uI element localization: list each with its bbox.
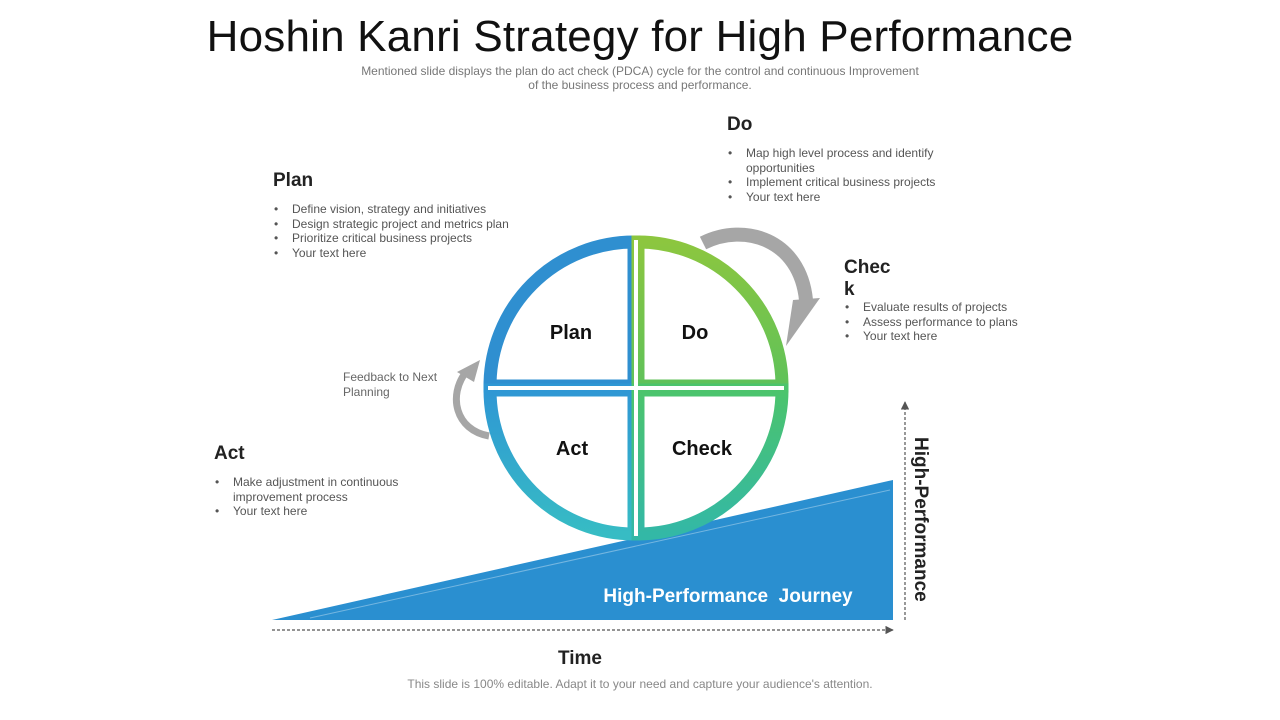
plan-bullet: Define vision, strategy and initiatives xyxy=(272,202,552,217)
do-to-check-arrow-icon xyxy=(699,227,813,301)
plan-bullet-list: Define vision, strategy and initiatives … xyxy=(272,202,552,260)
check-section-title: Chec k xyxy=(844,257,891,300)
do-to-check-arrowhead-icon xyxy=(786,298,820,346)
plan-section-title: Plan xyxy=(273,170,314,191)
journey-highlight-line xyxy=(309,489,891,619)
do-bullet-list: Map high level process and identify oppo… xyxy=(726,146,966,204)
journey-wedge xyxy=(272,480,893,620)
footer-note: This slide is 100% editable. Adapt it to… xyxy=(407,677,873,691)
plan-bullet: Design strategic project and metrics pla… xyxy=(272,217,552,232)
check-bullet-list: Evaluate results of projects Assess perf… xyxy=(843,300,1063,344)
do-quadrant xyxy=(631,235,789,393)
act-quadrant xyxy=(483,383,641,541)
do-bullet: Implement critical business projects xyxy=(726,175,966,190)
act-bullet: Make adjustment in continuous improvemen… xyxy=(213,475,433,504)
do-bullet: Your text here xyxy=(726,190,966,205)
page-subtitle: Mentioned slide displays the plan do act… xyxy=(361,64,919,92)
page-title: Hoshin Kanri Strategy for High Performan… xyxy=(206,12,1074,61)
check-bullet: Assess performance to plans xyxy=(843,315,1063,330)
plan-quadrant xyxy=(483,235,641,393)
plan-bullet: Your text here xyxy=(272,246,552,261)
act-bullet-list: Make adjustment in continuous improvemen… xyxy=(213,475,433,519)
time-axis-label: Time xyxy=(558,648,602,669)
plan-bullet: Prioritize critical business projects xyxy=(272,231,552,246)
do-bullet: Map high level process and identify oppo… xyxy=(726,146,966,175)
act-section-title: Act xyxy=(214,443,245,464)
act-quadrant-label: Act xyxy=(556,438,589,460)
act-bullet: Your text here xyxy=(213,504,433,519)
check-bullet: Evaluate results of projects xyxy=(843,300,1063,315)
do-quadrant-label: Do xyxy=(682,322,709,344)
plan-quadrant-label: Plan xyxy=(550,322,592,344)
feedback-arrow-icon xyxy=(453,369,490,440)
check-quadrant-label: Check xyxy=(672,438,733,460)
check-bullet: Your text here xyxy=(843,329,1063,344)
performance-axis-label: High-Performance xyxy=(910,437,931,602)
feedback-label: Feedback to Next Planning xyxy=(343,370,438,399)
do-section-title: Do xyxy=(727,114,753,135)
feedback-arrowhead-icon xyxy=(457,360,480,382)
check-quadrant xyxy=(631,383,789,541)
journey-label: High-Performance Journey xyxy=(603,586,853,607)
